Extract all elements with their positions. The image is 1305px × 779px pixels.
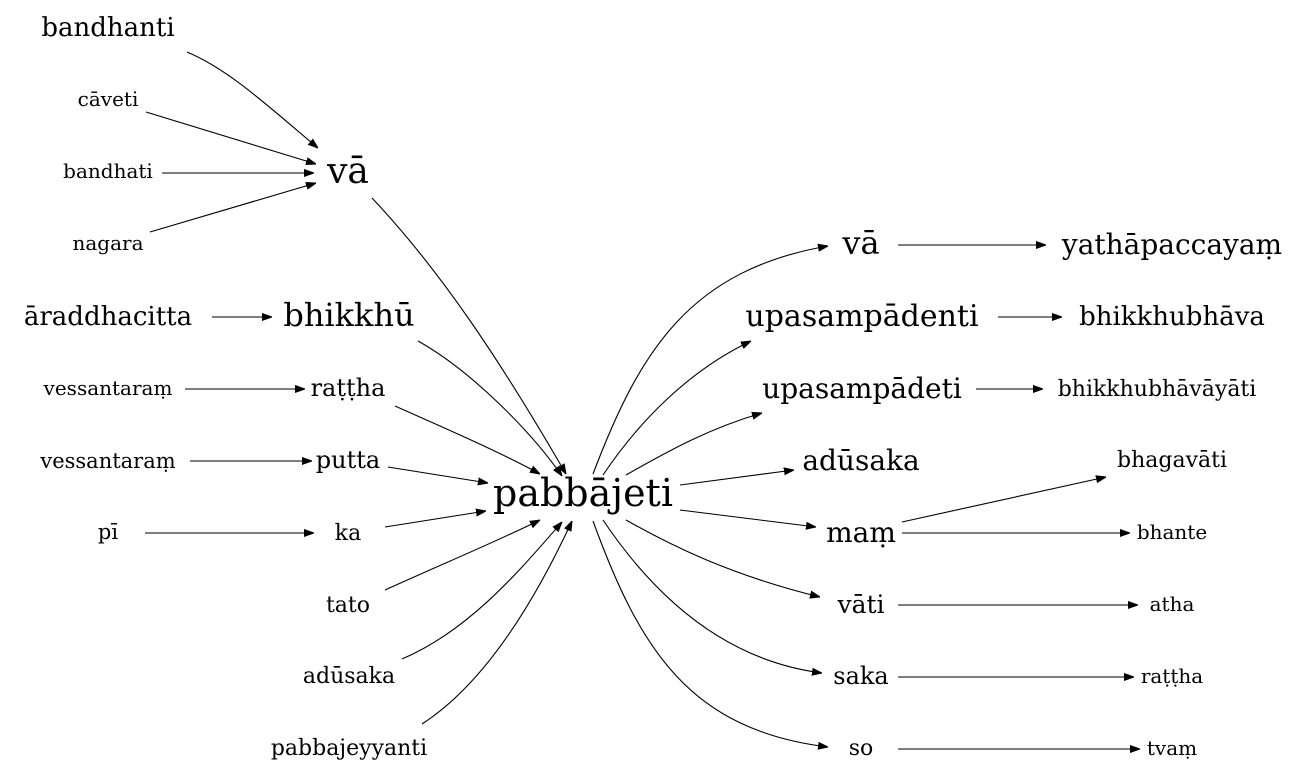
node-bandhanti: bandhanti bbox=[41, 13, 174, 43]
edge-ka-pabbajeti bbox=[384, 511, 486, 528]
nodes: bandhanti cāveti bandhati nagara vā ārad… bbox=[24, 13, 1282, 761]
edge-va-pabbajeti bbox=[371, 197, 566, 474]
edge-putta-pabbajeti bbox=[387, 466, 488, 483]
node-bhante: bhante bbox=[1137, 520, 1207, 544]
node-bhikkhubhava: bhikkhubhāva bbox=[1079, 302, 1265, 332]
edge-rattha-pabbajeti bbox=[394, 405, 540, 474]
node-upasampadeti: upasampādeti bbox=[762, 372, 962, 405]
edge-pabbajeti-upasampadenti bbox=[602, 341, 751, 476]
node-adusaka-left: adūsaka bbox=[303, 664, 395, 689]
node-bhagavati: bhagavāti bbox=[1117, 448, 1227, 473]
node-saka: saka bbox=[833, 662, 888, 690]
node-atha: atha bbox=[1150, 592, 1195, 616]
node-rattha-right: raṭṭha bbox=[1141, 664, 1203, 688]
node-pabbajeyyanti: pabbajeyyanti bbox=[271, 736, 427, 761]
node-bandhati: bandhati bbox=[63, 159, 153, 183]
node-tvam: tvaṃ bbox=[1147, 736, 1197, 760]
edge-pabbajeti-va-right bbox=[592, 246, 828, 475]
node-vessantaram-2: vessantaraṃ bbox=[39, 449, 175, 473]
node-ka: ka bbox=[335, 521, 361, 546]
node-araddhacitta: āraddhacitta bbox=[24, 302, 192, 332]
edge-tato-pabbajeti bbox=[384, 520, 540, 591]
node-va-right: vā bbox=[841, 224, 879, 262]
edges bbox=[145, 51, 1140, 749]
edge-pabbajeyyanti-pabbajeti bbox=[421, 521, 572, 725]
node-nagara: nagara bbox=[72, 231, 143, 255]
edge-bandhanti-va bbox=[186, 51, 318, 148]
node-vessantaram-1: vessantaraṃ bbox=[43, 376, 173, 400]
edge-pabbajeti-saka bbox=[602, 519, 822, 673]
edge-mam-bhagavati bbox=[901, 477, 1106, 523]
edge-adusaka-pabbajeti bbox=[401, 522, 562, 660]
node-so: so bbox=[849, 736, 874, 761]
node-adusaka-right: adūsaka bbox=[802, 444, 919, 477]
edge-caveti-va bbox=[145, 111, 316, 164]
node-putta: putta bbox=[316, 446, 380, 474]
edge-pabbajeti-mam bbox=[679, 509, 816, 527]
node-vati: vāti bbox=[836, 590, 884, 619]
node-bhikkhu: bhikkhū bbox=[283, 296, 414, 334]
node-caveti: cāveti bbox=[78, 87, 139, 111]
edge-pabbajeti-so bbox=[592, 520, 828, 747]
edge-pabbajeti-upasampadeti bbox=[625, 413, 762, 476]
node-va-left: vā bbox=[326, 151, 369, 192]
edge-pabbajeti-adusaka-right bbox=[679, 470, 794, 486]
edge-pabbajeti-vati bbox=[625, 519, 820, 597]
edge-nagara-va bbox=[149, 183, 316, 233]
node-tato: tato bbox=[326, 593, 370, 618]
node-pi: pī bbox=[98, 520, 118, 544]
node-bhikkhubhavayati: bhikkhubhāvāyāti bbox=[1058, 377, 1257, 402]
node-yathapaccayam: yathāpaccayaṃ bbox=[1061, 228, 1282, 261]
node-upasampadenti: upasampādenti bbox=[745, 299, 978, 334]
edge-bhikkhu-pabbajeti bbox=[417, 340, 562, 476]
node-mam: maṃ bbox=[826, 516, 896, 549]
node-pabbajeti-root: pabbājeti bbox=[493, 471, 673, 515]
node-rattha-left: raṭṭha bbox=[311, 374, 386, 402]
